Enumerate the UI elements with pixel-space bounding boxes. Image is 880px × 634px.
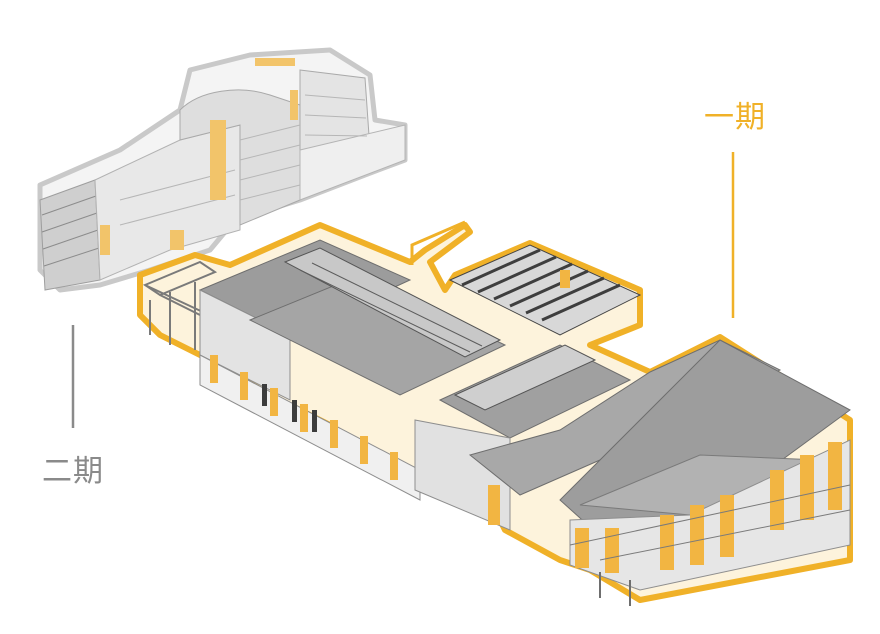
phase-one-building: [137, 220, 853, 606]
phase-two-label: 二期: [42, 454, 104, 489]
phase-one-label: 一期: [704, 100, 766, 135]
phase-two-building: [37, 47, 408, 293]
